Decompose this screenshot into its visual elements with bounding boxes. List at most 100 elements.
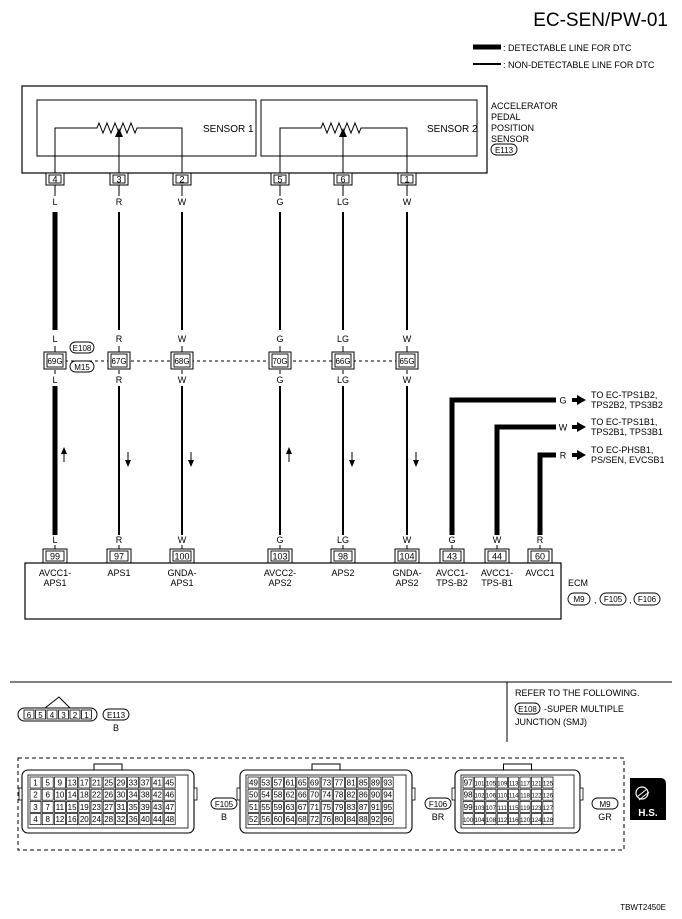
connector-pin-label: 108 xyxy=(486,818,497,824)
connector-pin-label: 7 xyxy=(45,803,50,812)
connector-pin-label: 107 xyxy=(486,806,497,812)
connector-pin xyxy=(531,776,542,789)
connector-pin xyxy=(41,801,54,813)
connector-pin-label: 42 xyxy=(153,791,162,800)
connector-pin-label: 24 xyxy=(92,815,101,824)
connector-pin-label: 57 xyxy=(273,779,282,788)
connector-pin-label: 54 xyxy=(261,791,270,800)
wire-color-top: W xyxy=(178,197,187,207)
refer-text-line-2: JUNCTION (SMJ) xyxy=(515,717,587,727)
connector-pin xyxy=(320,801,333,813)
sensor2-wiper-arrow-icon xyxy=(339,128,347,137)
small-connector-pin xyxy=(58,709,69,720)
sensor-pin-box xyxy=(175,174,189,184)
connector-pin-label: 18 xyxy=(80,791,89,800)
connector-pin-label: 30 xyxy=(116,791,125,800)
connector-pin-label: 41 xyxy=(153,779,162,788)
wire-color-junction-top: L xyxy=(52,334,57,344)
connector-pin-label: 118 xyxy=(520,794,530,800)
connector-pin-label: 19 xyxy=(80,803,89,812)
connector-pin-label: 84 xyxy=(347,815,356,824)
connector-pin-label: 119 xyxy=(520,806,530,812)
connector-pin-label: 87 xyxy=(359,803,368,812)
connector-pin xyxy=(115,813,127,825)
connector-pin-label: 62 xyxy=(286,791,295,800)
connector-pin xyxy=(90,801,103,813)
connector-pin-label: 74 xyxy=(322,791,331,800)
connector-pin xyxy=(54,813,66,825)
connector-pin xyxy=(496,801,508,813)
connector-pin xyxy=(78,813,91,825)
connector-pin xyxy=(127,813,139,825)
connector-pin-label: 93 xyxy=(383,779,392,788)
connector-pin-label: 58 xyxy=(273,791,282,800)
connector-pin xyxy=(296,813,309,825)
connector-pin xyxy=(320,813,333,825)
connector-pin-label: 79 xyxy=(334,803,343,812)
connector-inner-frame xyxy=(245,774,407,829)
connector-pin-label: 114 xyxy=(509,794,519,800)
connector-pin xyxy=(308,788,321,801)
connector-pin-label: 55 xyxy=(261,803,270,812)
connector-pin xyxy=(29,788,42,801)
hs-badge: H.S. xyxy=(630,778,666,820)
sensor-pin-label: 2 xyxy=(179,175,184,185)
connector-pin xyxy=(272,788,284,801)
connector-pin xyxy=(90,813,103,825)
figure-code: TBWT2450E xyxy=(620,903,666,912)
sensor-pin-label: 1 xyxy=(404,175,409,185)
junction-pin-box xyxy=(46,353,64,368)
sensor1-potentiometer xyxy=(54,121,183,173)
connector-pin xyxy=(333,776,345,789)
connector-pin xyxy=(345,776,357,789)
connector-pin-label: 23 xyxy=(92,803,101,812)
small-connector-pin-label: 2 xyxy=(73,711,78,720)
wire-color-junction-top: W xyxy=(178,334,187,344)
wire-color-top: LG xyxy=(337,197,349,207)
connector-pin xyxy=(320,776,333,789)
connector-pin xyxy=(29,813,42,825)
sensor2-label: SENSOR 2 xyxy=(427,124,478,135)
connector-pin-label: 53 xyxy=(261,779,270,788)
connector-pin xyxy=(139,813,152,825)
junction-pin-label: 65G xyxy=(399,357,414,366)
connector-pin-label: 61 xyxy=(286,779,295,788)
connector-pin xyxy=(284,813,296,825)
junction-pin-label: 66G xyxy=(335,357,350,366)
connector-pin-label: 43 xyxy=(153,803,162,812)
connector-pin xyxy=(485,776,497,789)
ecm-pin-label: 97 xyxy=(114,552,124,562)
connector-pin-label: 81 xyxy=(347,779,356,788)
connector-pin xyxy=(78,788,91,801)
ecm-pin-box xyxy=(45,550,65,562)
ecm-pin-box xyxy=(172,550,192,562)
ecm-connector-badge-3 xyxy=(633,592,661,606)
wire-color-junction-bottom: LG xyxy=(337,375,349,385)
connector-color-label: BR xyxy=(432,812,445,822)
ecm-pin-label: APS2 xyxy=(331,568,354,578)
connector-pin xyxy=(66,801,78,813)
connector-pin xyxy=(272,801,284,813)
connector-pin-label: 75 xyxy=(322,803,331,812)
sensor-name-line-2: PEDAL xyxy=(491,112,521,122)
connector-pin-label: 70 xyxy=(310,791,319,800)
connector-pin-label: 14 xyxy=(68,791,77,800)
connector-pin-label: 80 xyxy=(334,815,343,824)
connector-pin xyxy=(531,788,542,801)
connector-pin-label: 29 xyxy=(116,779,125,788)
connector-pin-label: 69 xyxy=(310,779,319,788)
connector-pin-label: 85 xyxy=(359,779,368,788)
junction-pin-box xyxy=(173,353,191,368)
arrow-right-icon xyxy=(577,422,586,432)
ecm-pin-label: 44 xyxy=(492,552,502,562)
connector-pin-label: 71 xyxy=(310,803,319,812)
connector-pin xyxy=(284,776,296,789)
connector-pin xyxy=(247,813,260,825)
small-connector-pin-label: 6 xyxy=(27,711,32,720)
connector-pin-label: 89 xyxy=(371,779,380,788)
